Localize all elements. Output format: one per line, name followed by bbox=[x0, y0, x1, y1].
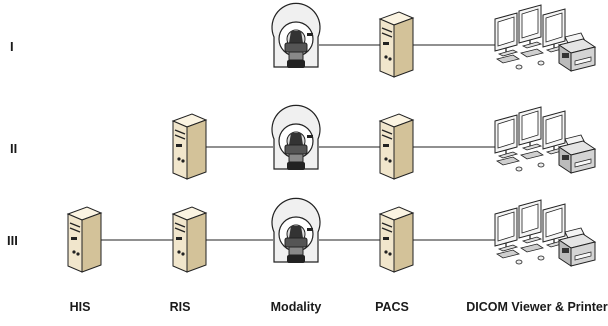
row-label-3: III bbox=[7, 233, 18, 248]
server-icon-pacs-row2 bbox=[379, 113, 414, 180]
column-label-his: HIS bbox=[69, 300, 91, 314]
scanner-icon-modality-row3 bbox=[271, 197, 321, 264]
row-label-2: II bbox=[10, 141, 18, 156]
server-icon-his-row3 bbox=[67, 206, 102, 273]
scanner-icon-modality-row2 bbox=[271, 104, 321, 171]
column-label-viewer: DICOM Viewer & Printer bbox=[466, 300, 608, 314]
column-label-ris: RIS bbox=[169, 300, 191, 314]
server-icon-ris-row2 bbox=[172, 113, 207, 180]
workstation-printer-icon-viewer-row1 bbox=[494, 4, 596, 72]
server-icon-ris-row3 bbox=[172, 206, 207, 273]
column-label-pacs: PACS bbox=[375, 300, 409, 314]
workstation-printer-icon-viewer-row3 bbox=[494, 199, 596, 267]
server-icon-pacs-row1 bbox=[379, 11, 414, 78]
connectors-layer bbox=[101, 44, 495, 241]
column-label-modality: Modality bbox=[270, 300, 322, 314]
workstation-printer-icon-viewer-row2 bbox=[494, 106, 596, 174]
scanner-icon-modality-row1 bbox=[271, 2, 321, 69]
nodes-layer bbox=[67, 2, 596, 273]
server-icon-pacs-row3 bbox=[379, 206, 414, 273]
row-label-1: I bbox=[10, 39, 14, 54]
